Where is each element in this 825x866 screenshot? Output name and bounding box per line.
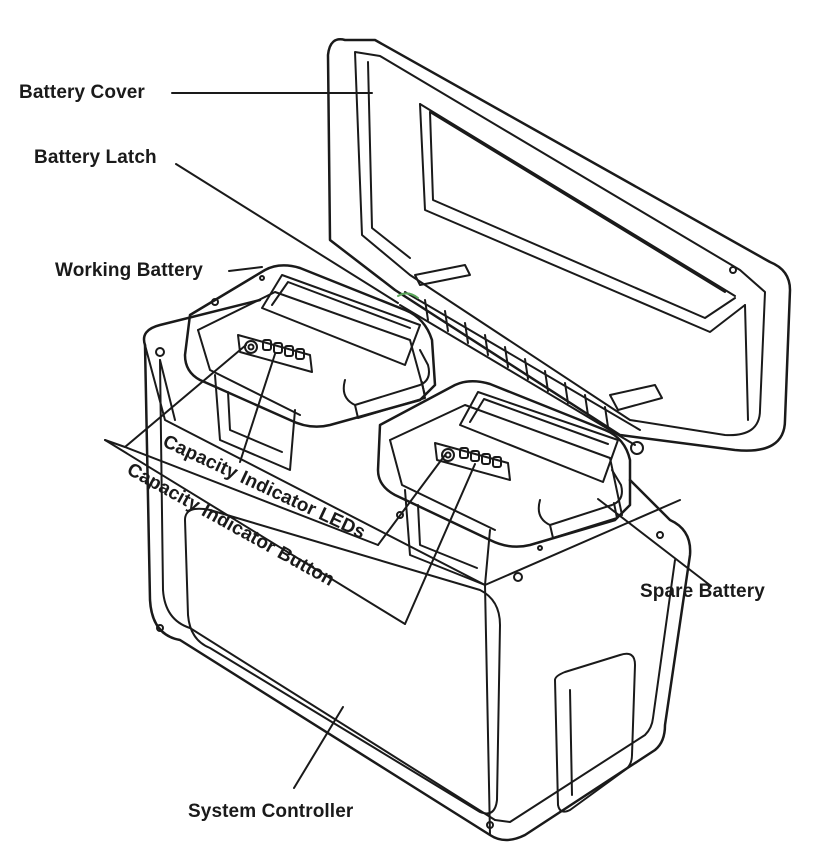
leader-leds-to-working-button (124, 344, 247, 448)
leader-leds-to-working-leds (239, 353, 276, 463)
label-battery-latch: Battery Latch (34, 147, 157, 168)
leader-system-controller (293, 706, 344, 789)
leader-working-battery (228, 266, 263, 272)
leader-button-bracket (104, 439, 406, 625)
leader-battery-latch (175, 163, 399, 304)
leader-button-to-spare-leds (404, 463, 476, 625)
label-working-battery: Working Battery (55, 260, 203, 281)
spare-battery-drawing (376, 380, 632, 586)
working-battery-drawing (183, 264, 437, 471)
label-spare-battery: Spare Battery (640, 581, 765, 602)
label-system-controller: System Controller (188, 801, 354, 822)
leader-lines (104, 92, 712, 789)
system-controller-case (142, 298, 692, 842)
latch-green-detail (397, 292, 419, 299)
battery-cover-drawing (326, 38, 792, 455)
label-battery-cover: Battery Cover (19, 82, 145, 103)
leader-leds-to-spare-button (377, 454, 446, 546)
leader-spare-battery (597, 498, 712, 587)
